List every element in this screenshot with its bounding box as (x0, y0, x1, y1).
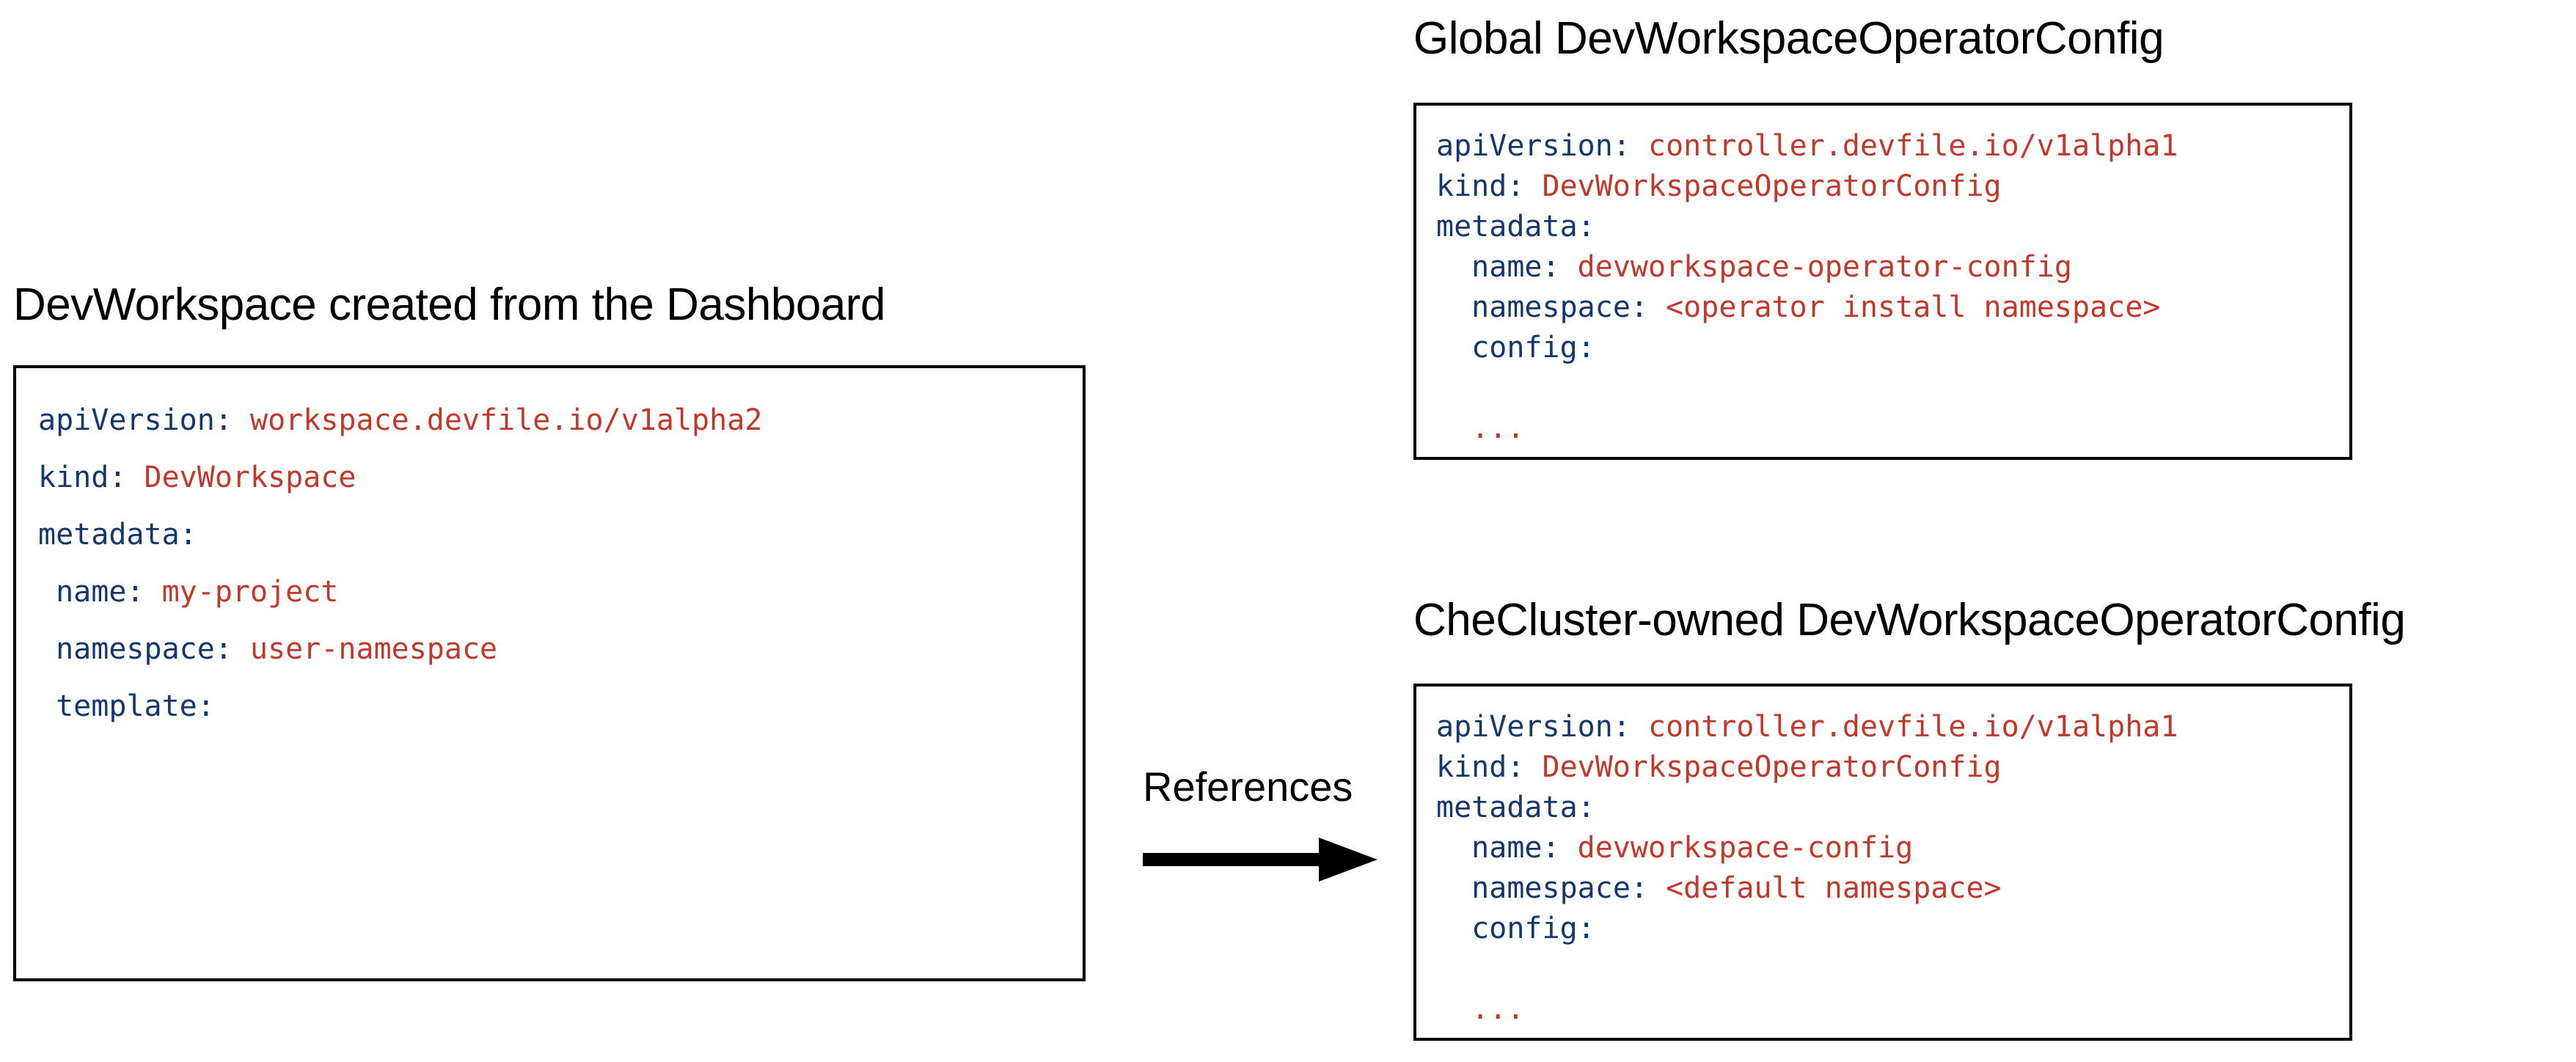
checluster-dwoc-key: namespace: (1436, 871, 1648, 905)
devworkspace-key: metadata: (38, 518, 197, 552)
checluster-dwoc-line: ... (1436, 989, 2178, 1030)
global-dwoc-value: <operator install namespace> (1647, 290, 2161, 324)
global-dwoc-line: ... (1436, 409, 2178, 449)
global-dwoc-code-box: apiVersion: controller.devfile.io/v1alph… (1413, 103, 2352, 460)
devworkspace-value: user-namespace (232, 632, 498, 666)
devworkspace-code-body: apiVersion: workspace.devfile.io/v1alpha… (38, 392, 762, 735)
checluster-dwoc-value: ... (1471, 992, 1525, 1026)
global-dwoc-value: ... (1471, 411, 1525, 445)
checluster-dwoc-line (1436, 949, 2178, 989)
global-dwoc-key: metadata: (1436, 210, 1595, 243)
devworkspace-line: metadata: (38, 506, 762, 563)
checluster-dwoc-line: kind: DevWorkspaceOperatorConfig (1436, 747, 2178, 788)
arrow-right-icon (1143, 838, 1385, 882)
global-dwoc-key: name: (1436, 250, 1560, 284)
devworkspace-line: namespace: user-namespace (38, 620, 762, 678)
checluster-dwoc-key (1436, 992, 1471, 1026)
devworkspace-line: template: (38, 678, 762, 735)
checluster-dwoc-line: namespace: <default namespace> (1436, 868, 2178, 909)
devworkspace-value: my-project (144, 575, 339, 609)
checluster-dwoc-code-body: apiVersion: controller.devfile.io/v1alph… (1436, 707, 2178, 1030)
left-panel-title: DevWorkspace created from the Dashboard (13, 279, 885, 330)
checluster-dwoc-line: apiVersion: controller.devfile.io/v1alph… (1436, 707, 2178, 747)
checluster-dwoc-key: name: (1436, 831, 1560, 865)
devworkspace-key: name: (38, 575, 144, 609)
devworkspace-value: workspace.devfile.io/v1alpha2 (232, 403, 763, 437)
global-dwoc-key: apiVersion: (1436, 129, 1631, 163)
global-dwoc-value: controller.devfile.io/v1alpha1 (1630, 129, 2178, 163)
checluster-dwoc-key: config: (1436, 912, 1595, 945)
checluster-dwoc-value: devworkspace-config (1559, 831, 1914, 865)
bottom-right-panel-title: CheCluster-owned DevWorkspaceOperatorCon… (1413, 595, 2406, 645)
global-dwoc-line: name: devworkspace-operator-config (1436, 247, 2178, 288)
devworkspace-line: apiVersion: workspace.devfile.io/v1alpha… (38, 392, 762, 449)
top-right-panel-title: Global DevWorkspaceOperatorConfig (1413, 13, 2165, 64)
checluster-dwoc-line: config: (1436, 909, 2178, 949)
global-dwoc-key: config: (1436, 331, 1595, 365)
devworkspace-key: apiVersion: (38, 403, 233, 437)
checluster-dwoc-line: metadata: (1436, 788, 2178, 828)
references-label: References (1143, 763, 1353, 810)
devworkspace-line: name: my-project (38, 563, 762, 620)
global-dwoc-value: devworkspace-operator-config (1559, 250, 2072, 284)
global-dwoc-line (1436, 368, 2178, 409)
checluster-dwoc-key: metadata: (1436, 791, 1595, 824)
global-dwoc-line: config: (1436, 328, 2178, 368)
checluster-dwoc-key: apiVersion: (1436, 710, 1631, 744)
global-dwoc-key (1436, 411, 1471, 445)
devworkspace-code-box: apiVersion: workspace.devfile.io/v1alpha… (13, 365, 1086, 981)
global-dwoc-value: DevWorkspaceOperatorConfig (1524, 169, 2002, 203)
global-dwoc-key: namespace: (1436, 290, 1648, 324)
arrow-head (1319, 838, 1377, 882)
global-dwoc-key: kind: (1436, 169, 1525, 203)
checluster-dwoc-line: name: devworkspace-config (1436, 828, 2178, 868)
checluster-dwoc-value: <default namespace> (1647, 871, 2002, 905)
checluster-dwoc-code-box: apiVersion: controller.devfile.io/v1alph… (1413, 684, 2352, 1041)
global-dwoc-line: metadata: (1436, 207, 2178, 247)
devworkspace-key: template: (38, 689, 215, 723)
devworkspace-line: kind: DevWorkspace (38, 449, 762, 506)
checluster-dwoc-value: controller.devfile.io/v1alpha1 (1630, 710, 2178, 744)
checluster-dwoc-key: kind: (1436, 750, 1525, 784)
global-dwoc-code-body: apiVersion: controller.devfile.io/v1alph… (1436, 126, 2178, 449)
devworkspace-value: DevWorkspace (126, 461, 356, 494)
global-dwoc-line: apiVersion: controller.devfile.io/v1alph… (1436, 126, 2178, 166)
global-dwoc-line: namespace: <operator install namespace> (1436, 288, 2178, 328)
devworkspace-key: namespace: (38, 632, 233, 666)
devworkspace-key: kind: (38, 461, 127, 494)
global-dwoc-line: kind: DevWorkspaceOperatorConfig (1436, 166, 2178, 207)
arrow-shaft (1143, 853, 1325, 866)
checluster-dwoc-value: DevWorkspaceOperatorConfig (1524, 750, 2002, 784)
